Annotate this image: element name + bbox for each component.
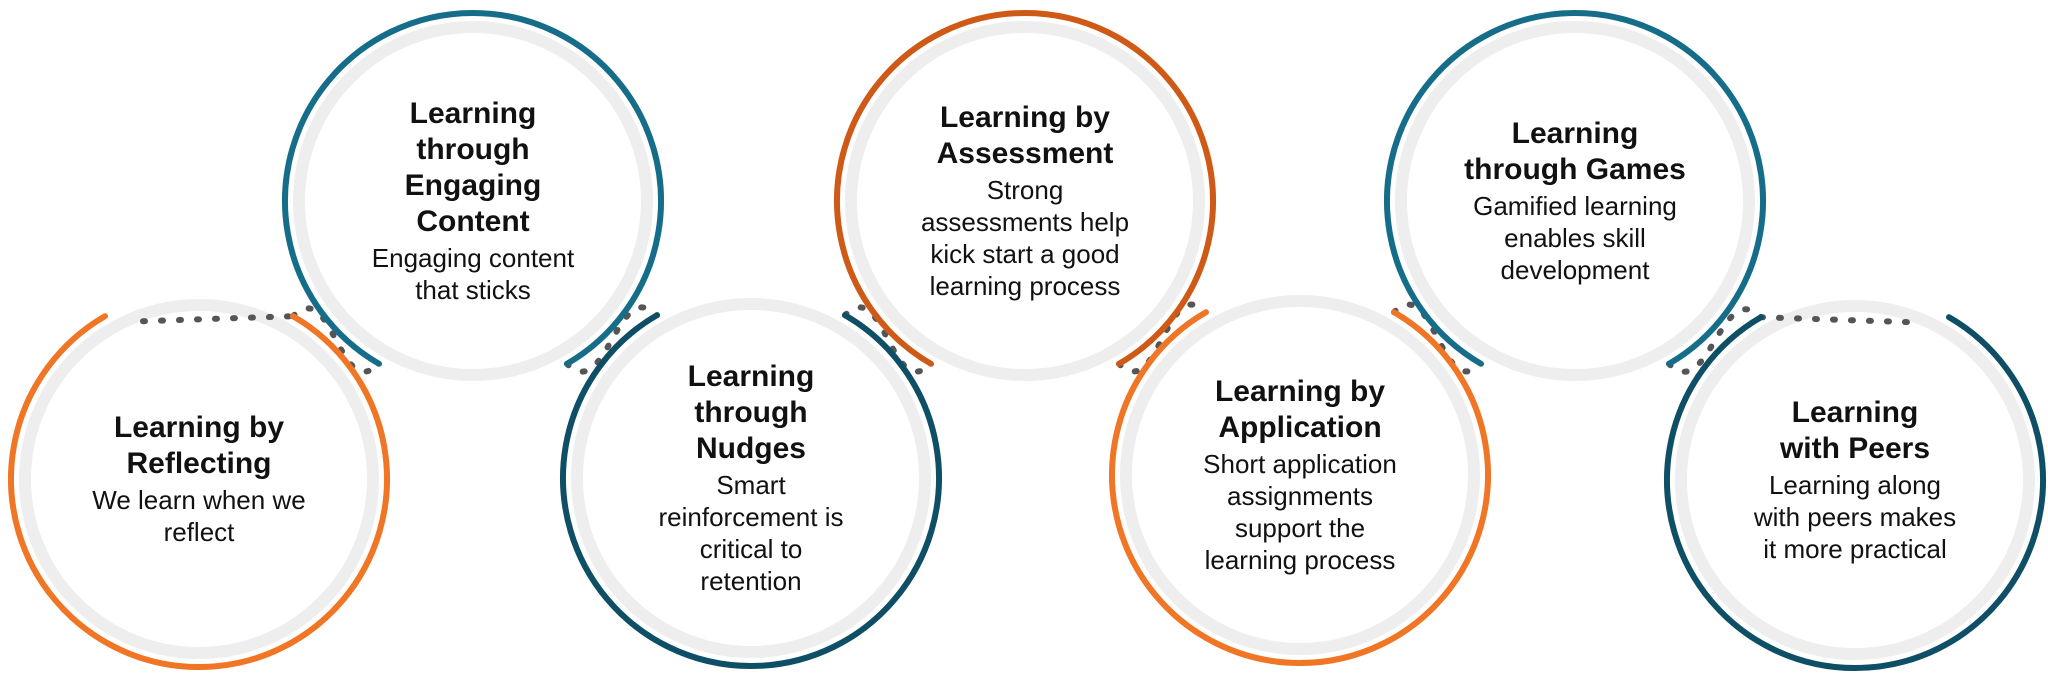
- dotted-connector-tail: [1758, 314, 1914, 326]
- circle-shadow-ring: [571, 298, 931, 658]
- circle-assessment: Learning by Assessment Strong assessment…: [905, 51, 1145, 351]
- circle-shadow-ring: [1675, 300, 2035, 660]
- circle-title: Learning by Assessment: [936, 101, 1114, 170]
- circle-title: Learning with Peers: [1779, 396, 1931, 465]
- dotted-connector: [564, 304, 660, 375]
- circle-description: Learning along with peers makes it more …: [1753, 470, 1957, 564]
- circle-shadow-layer: [19, 21, 2035, 660]
- circle-games: Learning through Games Gamified learning…: [1455, 51, 1695, 351]
- circle-description: Engaging content that sticks: [371, 243, 575, 305]
- circle-shadow-ring: [1395, 21, 1755, 381]
- circle-arc: [1384, 10, 1766, 367]
- circle-nudges: Learning through Nudges Smart reinforcem…: [631, 328, 871, 628]
- circle-shadow-ring: [1120, 295, 1480, 655]
- dotted-connector: [1116, 301, 1209, 375]
- circle-arc: [1109, 309, 1491, 666]
- dotted-connector: [1666, 306, 1764, 375]
- circle-shadow-ring: [293, 21, 653, 381]
- circle-application: Learning by Application Short applicatio…: [1180, 325, 1420, 625]
- circle-description: We learn when we reflect: [92, 485, 306, 547]
- circle-title: Learning by Reflecting: [113, 411, 285, 480]
- circle-title: Learning through Games: [1464, 117, 1686, 186]
- circle-shadow-ring: [845, 21, 1205, 381]
- circle-description: Gamified learning enables skill developm…: [1473, 191, 1677, 285]
- dotted-connector: [842, 304, 934, 375]
- circle-description: Smart reinforcement is critical to reten…: [658, 470, 844, 596]
- circle-reflecting: Learning by Reflecting We learn when we …: [79, 329, 319, 629]
- circle-peers: Learning with Peers Learning along with …: [1735, 330, 1975, 630]
- dotted-connector: [290, 305, 382, 375]
- circle-title: Learning by Application: [1214, 375, 1386, 444]
- circle-shadow-ring: [19, 299, 379, 659]
- circle-arc: [560, 312, 942, 669]
- circle-arc: [282, 10, 664, 367]
- circle-description: Short application assignments support th…: [1203, 449, 1397, 575]
- circle-arc: [8, 313, 390, 670]
- circle-description: Strong assessments help kick start a goo…: [920, 175, 1130, 301]
- dotted-connector-tail: [140, 313, 296, 325]
- circle-title: Learning through Nudges: [687, 360, 815, 465]
- circle-arc: [1664, 314, 2046, 671]
- dotted-connector-layer: [140, 301, 1914, 375]
- circle-engaging-content: Learning through Engaging Content Engagi…: [353, 51, 593, 351]
- circle-arc: [834, 10, 1216, 367]
- dotted-connector: [1391, 301, 1484, 375]
- circle-title: Learning through Engaging Content: [404, 97, 542, 238]
- circle-arc-layer: [8, 10, 2046, 671]
